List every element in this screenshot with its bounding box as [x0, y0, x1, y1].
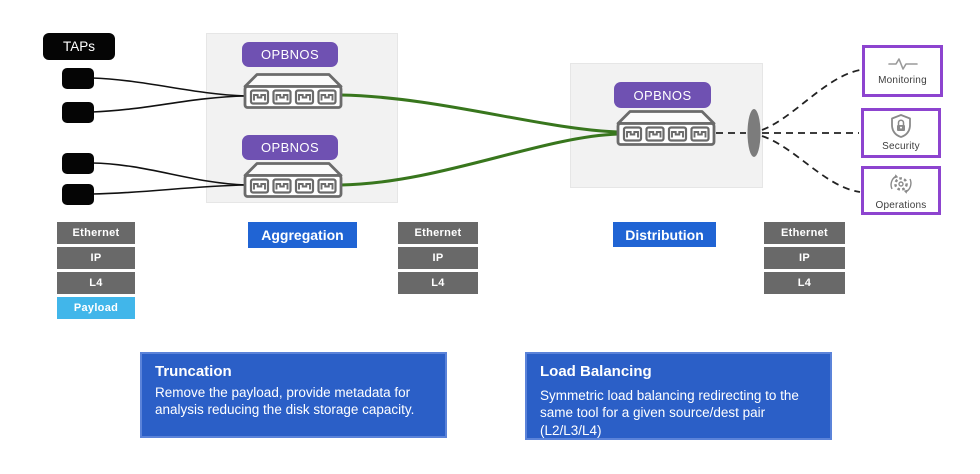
taps-label: TAPs [43, 33, 115, 60]
aggregation-switch-1 [245, 75, 341, 108]
truncation-title: Truncation [155, 363, 232, 380]
tap-port [62, 102, 94, 123]
distribution-label: Distribution [613, 222, 716, 247]
stack-row-l4: L4 [57, 272, 135, 294]
tap-links [91, 77, 247, 195]
tool-box-security: Security [861, 108, 941, 158]
truncation-body: Remove the payload, provide metadata for… [155, 385, 415, 418]
opbnos-badge-aggregation-2: OPBNOS [242, 135, 338, 160]
tool-label: Security [882, 141, 920, 152]
opbnos-badge-aggregation-1: OPBNOS [242, 42, 338, 67]
stack-row-ip: IP [57, 247, 135, 269]
packet-stack-middle: Ethernet IP L4 [398, 222, 478, 297]
stack-row-payload: Payload [57, 297, 135, 319]
packet-stack-right: Ethernet IP L4 [764, 222, 845, 297]
load-balance-ellipse [747, 109, 761, 157]
stack-row-ethernet: Ethernet [57, 222, 135, 244]
tap-port [62, 153, 94, 174]
tool-box-monitoring: Monitoring [862, 45, 943, 97]
stack-row-ip: IP [398, 247, 478, 269]
distribution-switch [618, 112, 714, 145]
shield-lock-icon [891, 114, 911, 138]
stack-row-ethernet: Ethernet [764, 222, 845, 244]
load-balancing-title: Load Balancing [540, 363, 652, 380]
stack-row-ethernet: Ethernet [398, 222, 478, 244]
load-balancing-info-box: Load Balancing Symmetric load balancing … [525, 352, 832, 440]
dashed-links [716, 69, 861, 193]
green-links [340, 93, 619, 187]
truncation-info-box: Truncation Remove the payload, provide m… [140, 352, 447, 438]
tool-box-operations: Operations [861, 166, 941, 215]
tool-label: Monitoring [878, 75, 927, 86]
stack-row-ip: IP [764, 247, 845, 269]
aggregation-switch-2 [245, 164, 341, 197]
tap-port [62, 184, 94, 205]
gear-sync-icon [890, 173, 912, 194]
stack-row-l4: L4 [764, 272, 845, 294]
opbnos-badge-distribution: OPBNOS [614, 82, 711, 108]
tap-port [62, 68, 94, 89]
aggregation-label: Aggregation [248, 222, 357, 248]
tool-label: Operations [875, 199, 927, 211]
stack-row-l4: L4 [398, 272, 478, 294]
pulse-icon [887, 58, 918, 70]
packet-stack-left: Ethernet IP L4 Payload [57, 222, 135, 322]
load-balancing-body: Symmetric load balancing redirecting to … [540, 388, 799, 438]
